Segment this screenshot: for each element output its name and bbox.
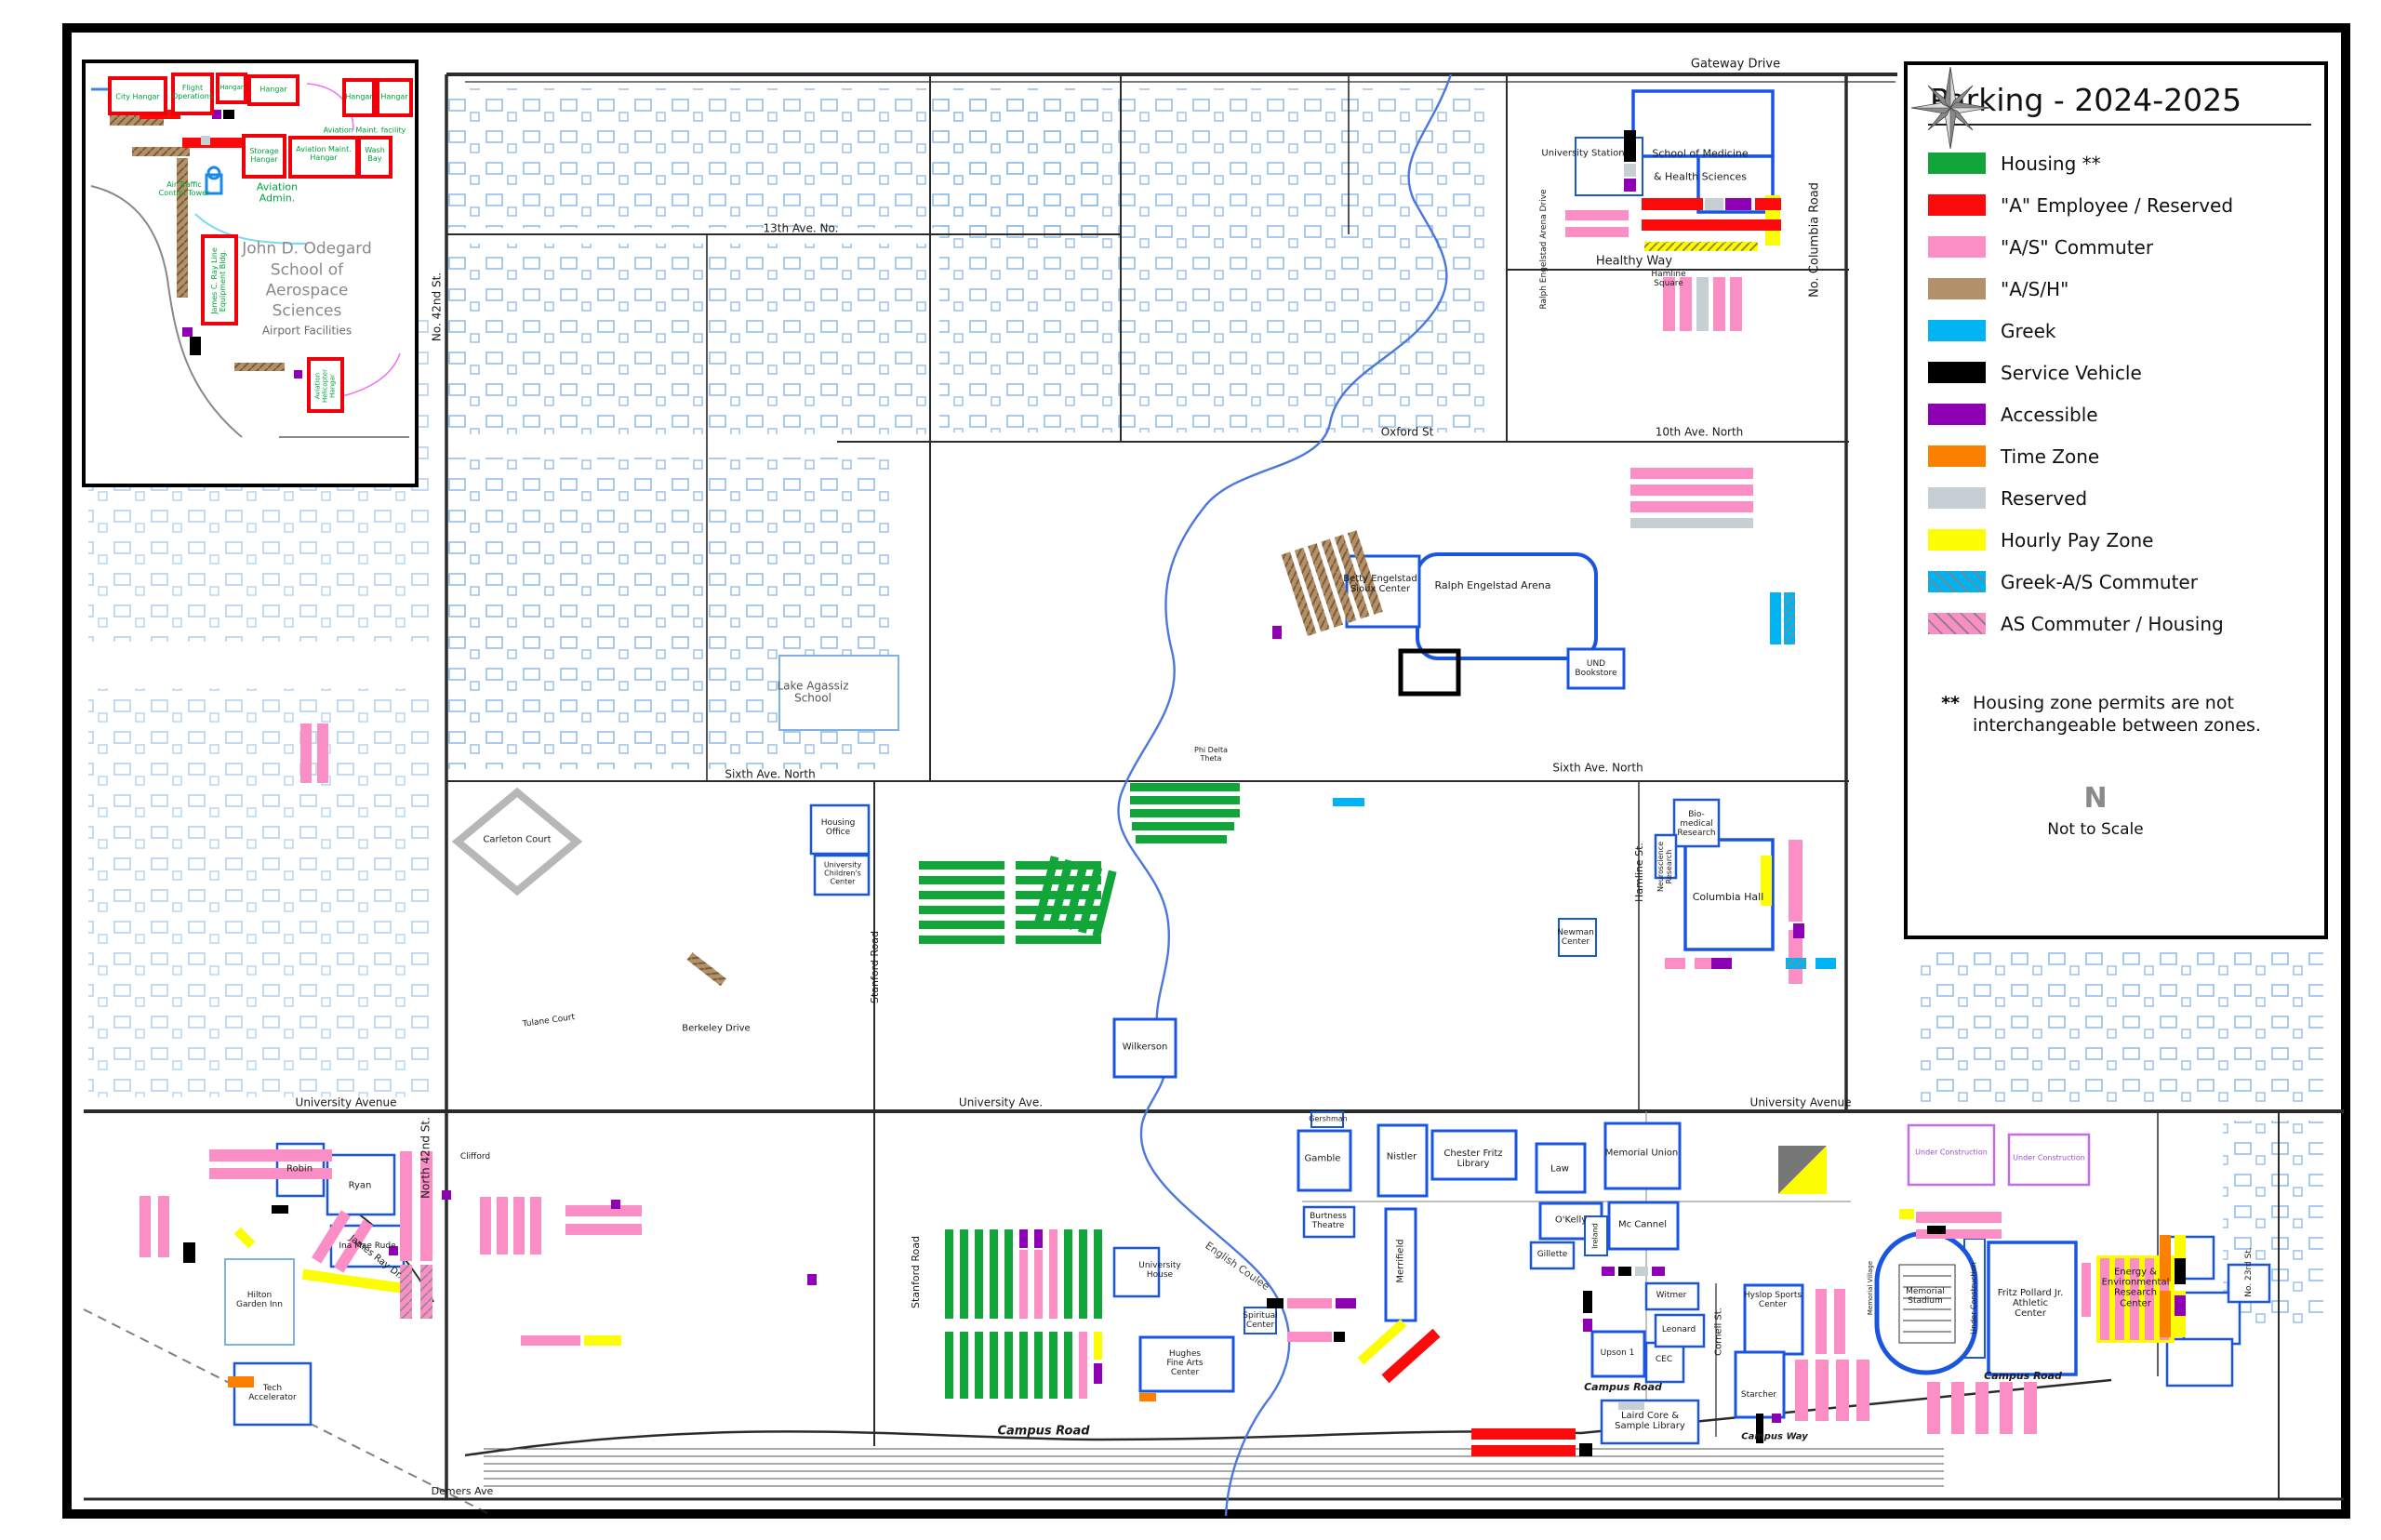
legend-row-greek-as: Greek-A/S Commuter <box>1928 561 2324 603</box>
service-vehicle-area <box>1398 648 1461 697</box>
parking-lots-service <box>183 130 2186 1456</box>
legend-row-time-zone: Time Zone <box>1928 435 2324 477</box>
legend-row-as-commuter: "A/S" Commuter <box>1928 226 2324 268</box>
legend-swatch-hourly <box>1928 529 1986 551</box>
parking-lots-reserved <box>1618 164 1753 1410</box>
compass-north-label: N <box>2083 781 2108 815</box>
legend-swatch-as-housing <box>1928 613 1986 634</box>
rail-yard <box>484 1448 1944 1487</box>
legend-swatch-service <box>1928 362 1986 383</box>
legend-label-as-commuter: "A/S" Commuter <box>2001 235 2154 259</box>
legend-note: ** Housing zone permits are not intercha… <box>1928 693 2300 737</box>
legend-swatch-accessible <box>1928 404 1986 425</box>
legend-swatch-greek-as <box>1928 571 1986 592</box>
parking-lots-housing <box>919 783 1240 1399</box>
legend-row-ash: "A/S/H" <box>1928 268 2324 310</box>
parking-lots-time-zone <box>228 1235 2171 1401</box>
parking-lots-as-housing <box>400 1265 432 1319</box>
legend-row-employee-reserved: "A" Employee / Reserved <box>1928 184 2324 226</box>
legend-swatch-employee-reserved <box>1928 194 1986 216</box>
parking-lots-employee-reserved <box>1381 198 1781 1456</box>
legend-row-reserved: Reserved <box>1928 477 2324 519</box>
legend-label-hourly: Hourly Pay Zone <box>2001 528 2154 551</box>
parking-lots-ash <box>686 530 1383 987</box>
legend-row-service: Service Vehicle <box>1928 352 2324 393</box>
map-frame <box>62 23 2350 1519</box>
english-coulee-stream <box>1117 73 1453 1517</box>
parking-ramp <box>1778 1146 1827 1194</box>
legend-label-greek-as: Greek-A/S Commuter <box>2001 570 2198 593</box>
legend-swatch-as-commuter <box>1928 236 1986 258</box>
memorial-stadium <box>1874 1230 1978 1375</box>
legend-label-employee-reserved: "A" Employee / Reserved <box>2001 193 2234 217</box>
legend-swatch-time-zone <box>1928 445 1986 467</box>
legend-title-rule <box>1928 124 2311 126</box>
legend-panel: Parking - 2024-2025 Housing ** "A" Emplo… <box>1904 61 2328 939</box>
legend-swatch-greek <box>1928 320 1986 341</box>
legend-swatch-ash <box>1928 278 1986 299</box>
legend-label-reserved: Reserved <box>2001 486 2088 510</box>
legend-row-greek: Greek <box>1928 310 2324 352</box>
legend-label-housing: Housing ** <box>2001 152 2101 175</box>
compass: N Not to Scale <box>1910 66 2263 839</box>
legend-label-service: Service Vehicle <box>2001 361 2142 384</box>
not-to-scale-label: Not to Scale <box>2047 819 2144 839</box>
under-construction-areas <box>1907 1123 2091 1187</box>
carleton-court-complex <box>451 787 583 896</box>
road-network <box>83 73 2344 1517</box>
legend-row-as-housing: AS Commuter / Housing <box>1928 603 2324 644</box>
legend-row-housing: Housing ** <box>1928 142 2324 184</box>
legend-label-as-housing: AS Commuter / Housing <box>2001 612 2224 635</box>
legend-label-time-zone: Time Zone <box>2001 445 2100 468</box>
legend-label-greek: Greek <box>2001 319 2056 342</box>
legend-row-hourly: Hourly Pay Zone <box>1928 519 2324 561</box>
legend-title: Parking - 2024-2025 <box>1930 82 2242 118</box>
legend-swatch-reserved <box>1928 487 1986 509</box>
compass-rose-icon <box>1910 66 1990 150</box>
legend-note-text: Housing zone permits are not interchange… <box>1973 693 2261 736</box>
legend-label-ash: "A/S/H" <box>2001 277 2069 300</box>
legend-note-mark: ** <box>1941 693 1960 713</box>
legend-row-accessible: Accessible <box>1928 393 2324 435</box>
legend-swatch-housing <box>1928 153 1986 174</box>
parking-lots-greek-as <box>1784 592 1806 969</box>
legend-label-accessible: Accessible <box>2001 403 2098 426</box>
parking-lot-hourly-hatched <box>1644 242 1758 251</box>
parking-lots-accessible <box>389 179 2186 1423</box>
inset-airport-map <box>82 60 419 487</box>
parking-lots-greek <box>1333 592 1836 969</box>
